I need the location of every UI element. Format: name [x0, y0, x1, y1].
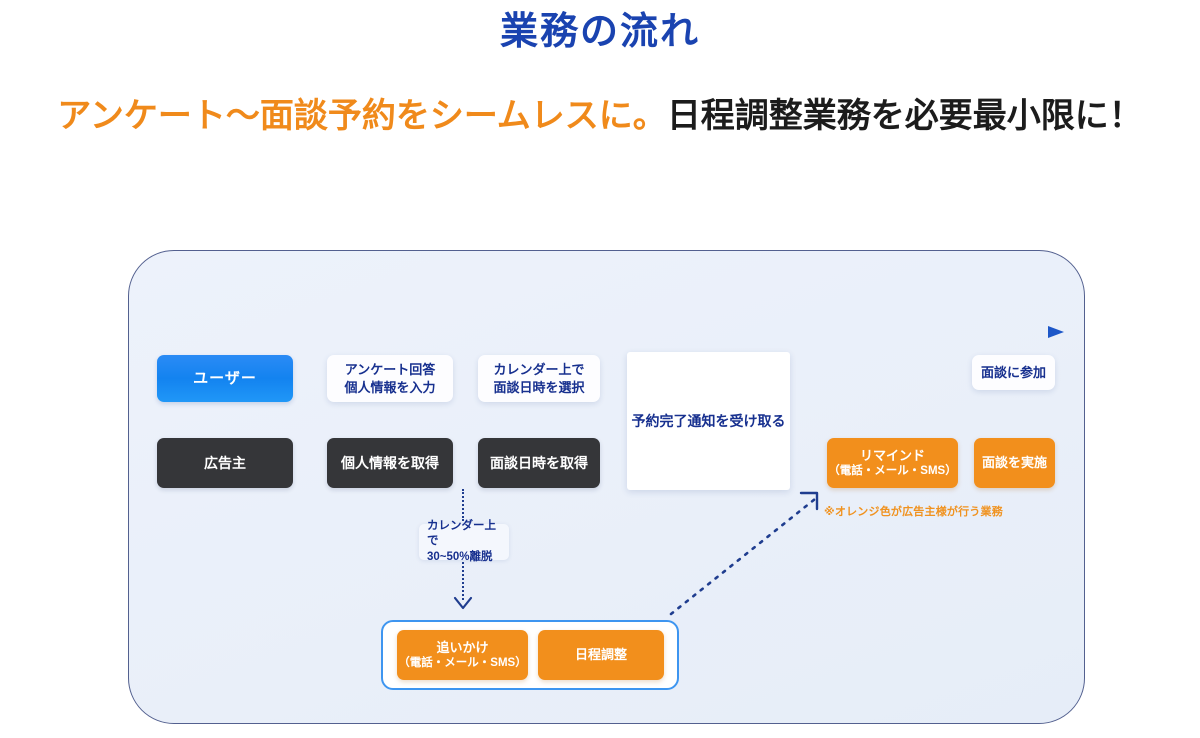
step-booking-confirmation[interactable]: 予約完了通知を受け取る	[627, 352, 790, 490]
step-remind[interactable]: リマインド （電話・メール・SMS）	[827, 438, 958, 488]
subtitle-orange-text: アンケート〜面談予約をシームレスに。	[57, 97, 667, 135]
page-title: 業務の流れ	[499, 11, 700, 53]
step-followup-line2: （電話・メール・SMS）	[398, 656, 527, 669]
lane-label-advertiser[interactable]: 広告主	[157, 438, 293, 488]
subtitle-black-text: 日程調整業務を必要最小限に！	[666, 97, 1143, 135]
page-subtitle: アンケート〜面談予約をシームレスに。日程調整業務を必要最小限に！	[0, 96, 1200, 137]
step-followup[interactable]: 追いかけ （電話・メール・SMS）	[397, 630, 528, 680]
step-survey-answer-line2: 個人情報を入力	[344, 379, 436, 395]
legend-note: ※オレンジ色が広告主様が行う業務	[824, 506, 1003, 518]
step-conduct-interview[interactable]: 面談を実施	[974, 438, 1055, 488]
step-join-interview-label: 面談に参加	[980, 364, 1046, 380]
step-survey-answer-line1: アンケート回答	[344, 362, 436, 378]
lane-label-user[interactable]: ユーザー	[157, 355, 293, 402]
step-remind-line1: リマインド	[859, 447, 925, 463]
dropoff-note-line1: カレンダー上で	[427, 520, 496, 548]
dropoff-note-line2: 30~50%離脱	[427, 550, 493, 563]
dropoff-note: カレンダー上で 30~50%離脱	[419, 520, 509, 563]
step-calendar-select[interactable]: カレンダー上で 面談日時を選択	[478, 355, 600, 402]
step-acquire-personal-info[interactable]: 個人情報を取得	[327, 438, 453, 488]
step-calendar-select-line2: 面談日時を選択	[493, 379, 585, 395]
dotted-connector-bottom	[462, 562, 464, 600]
step-followup-line1: 追いかけ	[436, 639, 489, 655]
arrow-down-icon	[453, 596, 473, 610]
step-schedule-adjustment[interactable]: 日程調整	[538, 630, 664, 680]
step-join-interview[interactable]: 面談に参加	[972, 355, 1055, 390]
step-calendar-select-line1: カレンダー上で	[493, 362, 585, 378]
timeline-arrow-icon	[334, 326, 1064, 338]
step-booking-confirmation-label: 予約完了通知を受け取る	[631, 412, 786, 429]
step-acquire-interview-date[interactable]: 面談日時を取得	[478, 438, 600, 488]
step-survey-answer[interactable]: アンケート回答 個人情報を入力	[327, 355, 453, 402]
dotted-diagonal-arrow-icon	[669, 491, 819, 616]
step-remind-line2: （電話・メール・SMS）	[828, 464, 957, 477]
dotted-connector-top	[462, 489, 464, 521]
